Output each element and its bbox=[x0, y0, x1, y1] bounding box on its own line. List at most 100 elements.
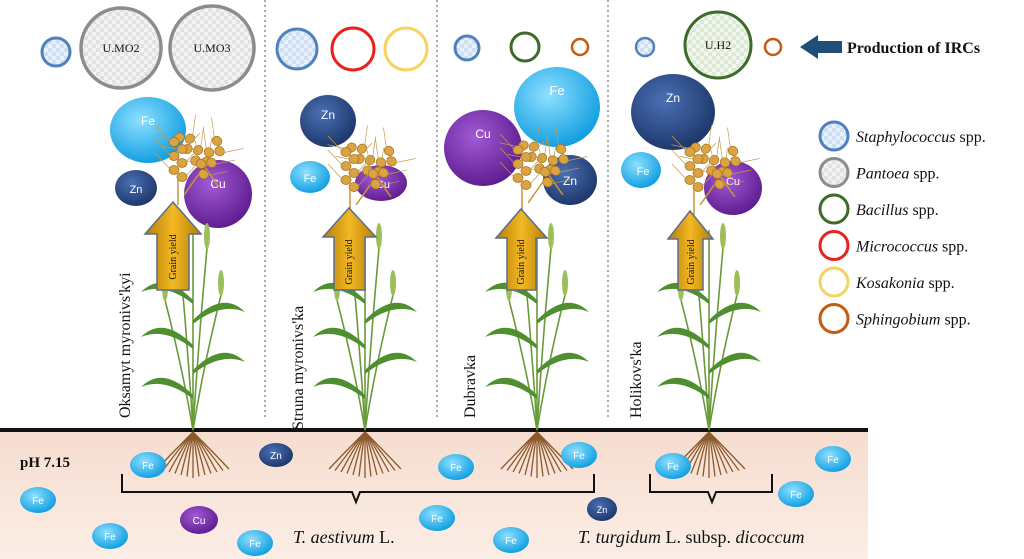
zn-bubble bbox=[115, 170, 157, 206]
green-ear bbox=[204, 223, 210, 249]
fe-bubble bbox=[493, 527, 529, 553]
strain-label-umo3: U.MO3 bbox=[193, 41, 230, 55]
zn-label: Zn bbox=[130, 184, 143, 196]
staphylococcus-colony bbox=[634, 36, 656, 58]
grain-yield-arrow: Grain yield bbox=[666, 209, 715, 291]
fe-bubble bbox=[514, 67, 600, 147]
cu-label: Cu bbox=[193, 516, 206, 527]
grain-yield-arrow: Grain yield bbox=[321, 206, 378, 291]
cu-bubble bbox=[180, 506, 218, 534]
fe-label: Fe bbox=[249, 539, 261, 550]
green-ear bbox=[734, 270, 740, 296]
variety-label-4: Holikovs'ka bbox=[628, 341, 645, 418]
fe-bubble bbox=[815, 446, 851, 472]
bacillus-colony bbox=[509, 31, 541, 63]
cu-label: Cu bbox=[726, 176, 740, 188]
green-ear bbox=[562, 270, 568, 296]
fe-label: Fe bbox=[549, 83, 564, 98]
fe-label: Fe bbox=[141, 114, 155, 128]
zn-label: Zn bbox=[597, 505, 608, 515]
green-ear bbox=[376, 223, 382, 249]
fe-label: Fe bbox=[32, 496, 44, 507]
zn-label: Zn bbox=[321, 108, 335, 122]
fe-bubble bbox=[438, 454, 474, 480]
ircs-label: Production of IRCs bbox=[847, 40, 980, 57]
fe-bubble bbox=[237, 530, 273, 556]
staphylococcus-colony bbox=[275, 27, 319, 71]
zn-bubble bbox=[631, 74, 715, 150]
soil-metals: Fe Zn Fe Fe Fe Fe Fe Fe Cu Fe Fe Fe Zn F… bbox=[20, 442, 851, 556]
panel-1-metals: Fe Zn Cu bbox=[110, 97, 252, 228]
legend-item: Sphingobium spp. bbox=[818, 303, 971, 334]
strain-label-umo2: U.MO2 bbox=[102, 41, 139, 55]
legend-swatch-icon bbox=[818, 303, 850, 334]
fe-bubble bbox=[92, 523, 128, 549]
species-aestivum: T. aestivum L. bbox=[293, 527, 395, 547]
fe-label: Fe bbox=[573, 451, 585, 462]
fe-label: Fe bbox=[667, 462, 679, 473]
legend-label: Pantoea spp. bbox=[855, 166, 940, 183]
staphylococcus-colony bbox=[453, 34, 481, 62]
kosakonia-colony bbox=[383, 26, 429, 72]
roots bbox=[500, 431, 574, 478]
leaves bbox=[657, 282, 761, 399]
zn-bubble bbox=[259, 443, 293, 467]
wheat-plants bbox=[141, 115, 761, 478]
grain-yield-label: Grain yield bbox=[168, 234, 179, 279]
soil bbox=[0, 430, 868, 559]
legend-label: Bacillus spp. bbox=[856, 202, 939, 219]
legend-item: Kosakonia spp. bbox=[818, 266, 955, 298]
legend-item: Staphylococcus spp. bbox=[818, 120, 986, 152]
green-ear bbox=[720, 223, 726, 249]
fe-label: Fe bbox=[637, 166, 650, 178]
fe-label: Fe bbox=[450, 463, 462, 474]
bacillus-colony bbox=[683, 10, 753, 80]
wheat-ears bbox=[155, 115, 244, 205]
legend-label: Sphingobium spp. bbox=[856, 312, 971, 329]
leaves bbox=[313, 282, 417, 399]
panel-3-metals: Fe Cu Zn bbox=[444, 67, 600, 205]
legend: Staphylococcus spp. Pantoea spp. Bacillus … bbox=[818, 120, 986, 334]
strain-label-uh2: U.H2 bbox=[705, 38, 731, 52]
staphylococcus-colony bbox=[40, 36, 72, 68]
fe-bubble bbox=[561, 442, 597, 468]
pantoea-colony bbox=[168, 4, 256, 92]
sphingobium-colony bbox=[763, 37, 783, 57]
green-ear bbox=[548, 223, 554, 249]
ircs-arrow bbox=[800, 35, 842, 59]
fe-bubble bbox=[621, 152, 661, 188]
green-ear bbox=[218, 270, 224, 296]
grain-yield-label: Grain yield bbox=[686, 239, 697, 284]
panel-4-metals: Zn Fe Cu bbox=[621, 74, 762, 215]
wheat-ears bbox=[327, 125, 416, 215]
fe-label: Fe bbox=[827, 455, 839, 466]
variety-label-2: Struna myronivs'ka bbox=[290, 306, 307, 430]
ph-label: pH 7.15 bbox=[20, 455, 70, 471]
wheat-ears bbox=[499, 123, 588, 213]
legend-label: Micrococcus spp. bbox=[855, 239, 968, 256]
green-ear bbox=[390, 270, 396, 296]
zn-bubble bbox=[587, 497, 617, 521]
leaves bbox=[141, 282, 245, 399]
legend-swatch-icon bbox=[818, 193, 850, 225]
wheat-ears bbox=[671, 125, 760, 215]
wheat-plant bbox=[313, 125, 417, 478]
variety-label-3: Dubravka bbox=[462, 355, 479, 418]
species-turgidum: T. turgidum L. subsp. dicoccum bbox=[578, 527, 805, 547]
sphingobium-colony bbox=[570, 37, 590, 57]
leaves bbox=[485, 282, 589, 399]
fe-label: Fe bbox=[142, 461, 154, 472]
legend-swatch-icon bbox=[818, 266, 850, 298]
legend-label: Staphylococcus spp. bbox=[856, 129, 986, 146]
cu-bubble bbox=[184, 160, 252, 228]
turgidum-brace bbox=[649, 474, 773, 505]
fe-bubble bbox=[290, 161, 330, 193]
micrococcus-colony bbox=[330, 26, 376, 72]
legend-swatch-icon bbox=[818, 230, 850, 261]
wheat-plant bbox=[141, 115, 245, 478]
fe-bubble bbox=[655, 453, 691, 479]
legend-swatch-icon bbox=[818, 157, 850, 188]
roots bbox=[672, 431, 746, 478]
cu-label: Cu bbox=[475, 127, 490, 141]
